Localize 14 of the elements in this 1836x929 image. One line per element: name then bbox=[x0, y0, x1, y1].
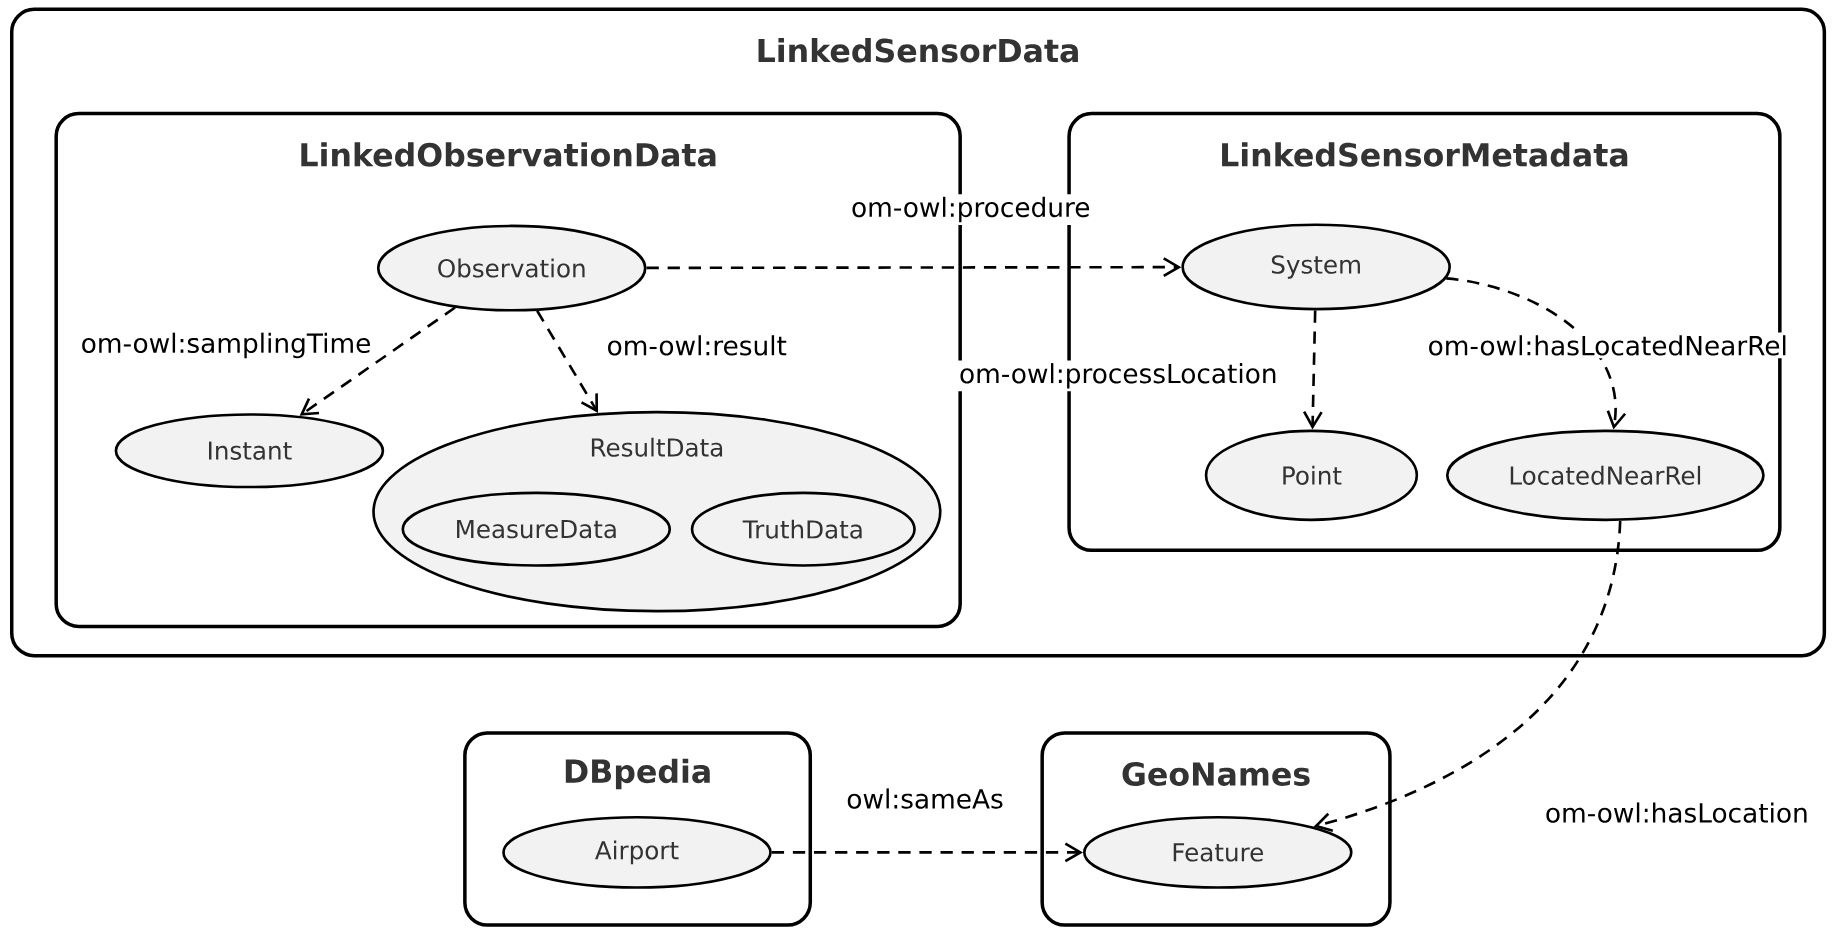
arrow bbox=[1303, 310, 1323, 430]
arrow bbox=[299, 306, 456, 417]
arrow bbox=[646, 257, 1182, 278]
edge-label: om-owl:procedure bbox=[848, 194, 1094, 226]
edge-label: owl:sameAs bbox=[843, 785, 1007, 812]
arrow bbox=[536, 310, 599, 414]
edge-label: om-owl:hasLocation bbox=[1542, 800, 1812, 826]
edge-label: om-owl:hasLocatedNearRel bbox=[1425, 332, 1791, 359]
edge-label: om-owl:samplingTime bbox=[78, 330, 374, 361]
edge-label: om-owl:result bbox=[603, 332, 790, 359]
edge-label: om-owl:processLocation bbox=[956, 360, 1281, 392]
arrow bbox=[1313, 521, 1622, 833]
arrow bbox=[771, 842, 1083, 863]
arrow bbox=[1446, 277, 1627, 430]
